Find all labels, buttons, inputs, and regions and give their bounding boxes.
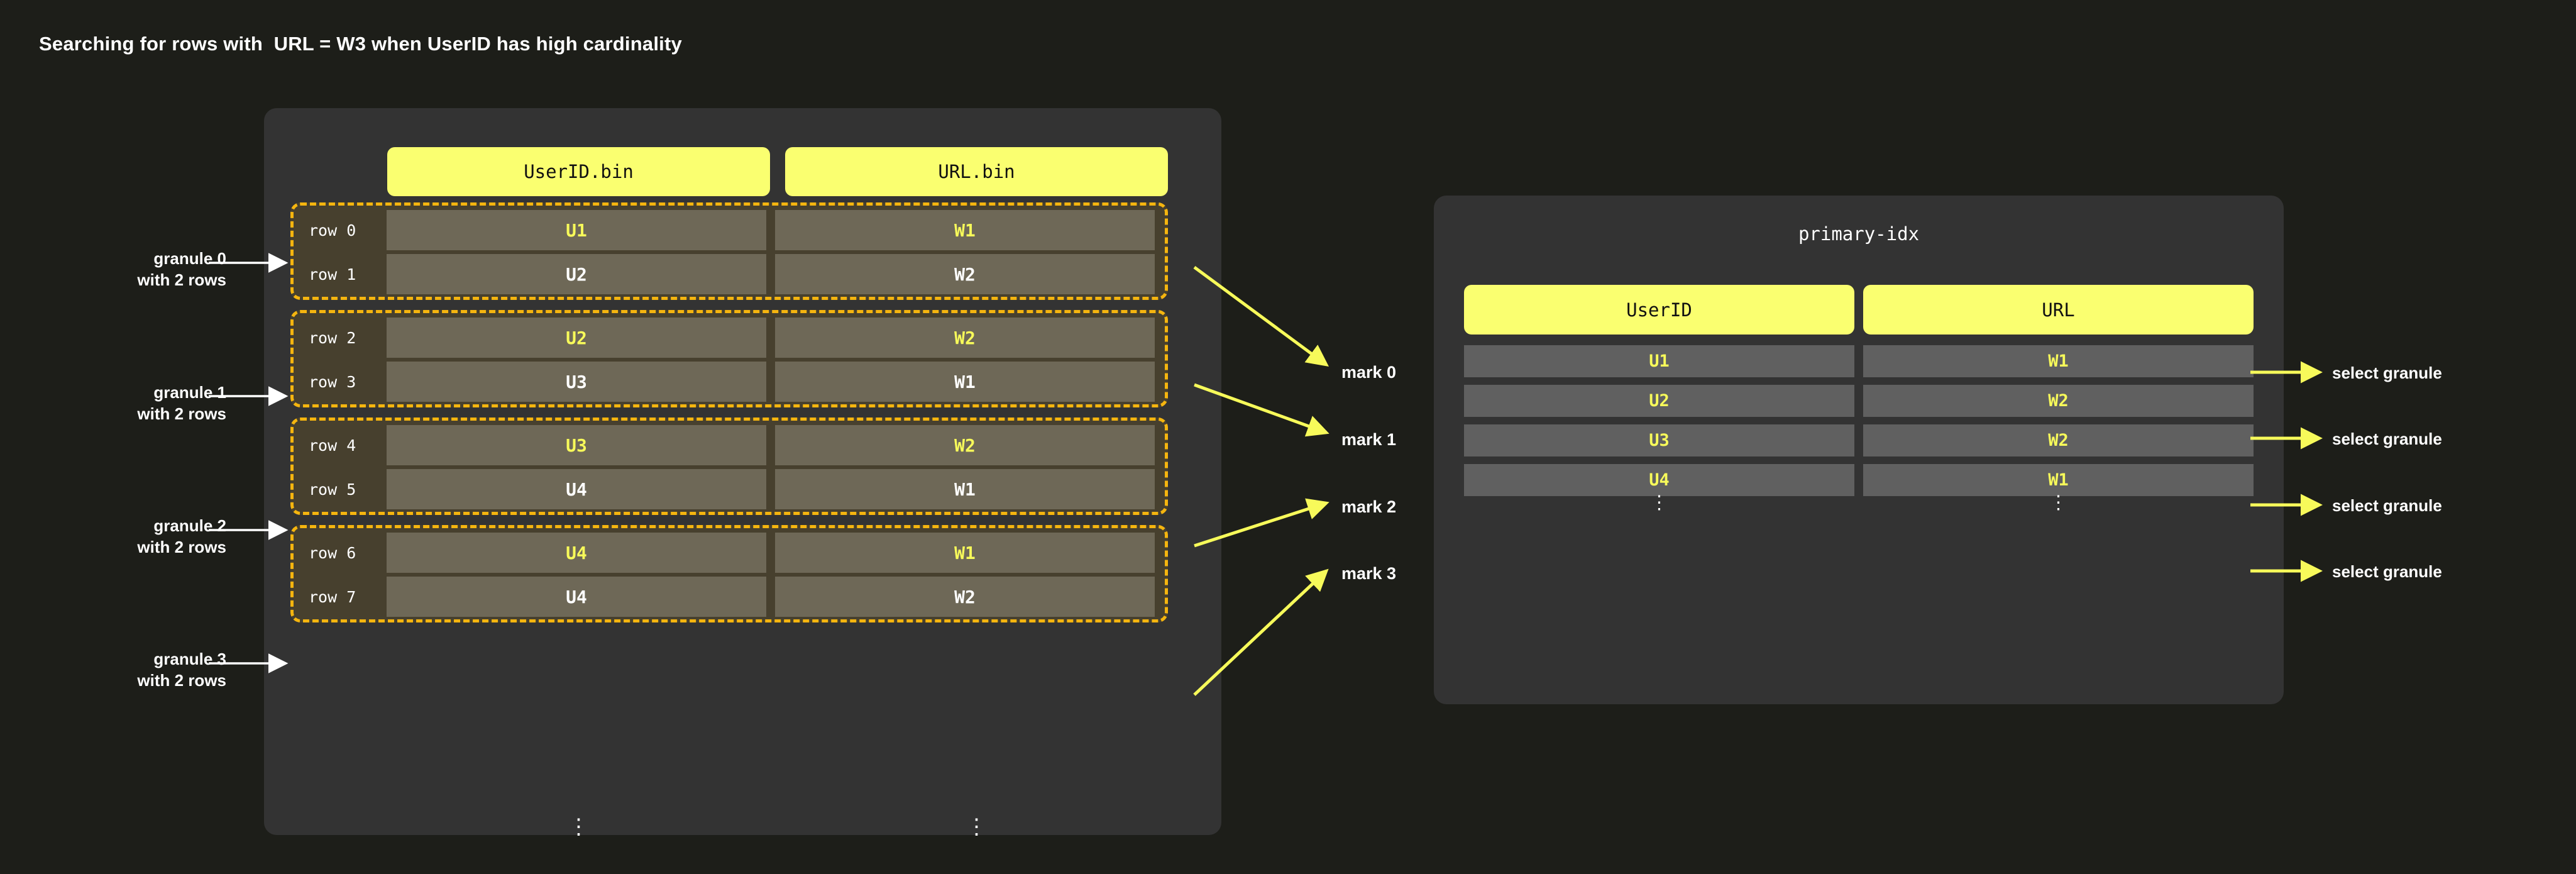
cell-userid: U2 — [387, 254, 766, 294]
mark-label-0: mark 0 — [1341, 363, 1397, 382]
cell-url: W1 — [775, 533, 1155, 573]
index-row[interactable]: U2 W2 — [1464, 385, 2254, 417]
row-label: row 1 — [309, 265, 356, 284]
row-label: row 5 — [309, 480, 356, 499]
select-granule-label-0: select granule — [2332, 363, 2442, 382]
row-label: row 3 — [309, 372, 356, 391]
row-label: row 6 — [309, 543, 356, 562]
ellipsis-icon: ⋮ — [966, 815, 988, 839]
bin-column-headers: UserID.bin URL.bin — [387, 147, 1168, 196]
table-row: row 1 U2 W2 — [294, 254, 1165, 294]
cell-url: W2 — [775, 425, 1155, 465]
index-cell-url: W2 — [1863, 385, 2254, 417]
cell-url: W2 — [775, 577, 1155, 617]
table-row: row 5 U4 W1 — [294, 469, 1165, 509]
cell-url: W1 — [775, 362, 1155, 402]
primary-index-title: primary-idx — [1798, 223, 1920, 245]
table-row: row 3 U3 W1 — [294, 362, 1165, 402]
ellipsis-icon: ⋮ — [1649, 492, 1669, 513]
table-row: row 2 U2 W2 — [294, 318, 1165, 358]
mark-label-3: mark 3 — [1341, 564, 1397, 583]
cell-userid: U2 — [387, 318, 766, 358]
table-row: row 7 U4 W2 — [294, 577, 1165, 617]
ellipsis-icon: ⋮ — [568, 815, 590, 839]
index-cell-userid: U4 — [1464, 464, 1854, 496]
index-header-userid: UserID — [1464, 285, 1854, 335]
granule-note-2: granule 2 with 2 rows — [137, 516, 226, 557]
cell-userid: U4 — [387, 577, 766, 617]
index-ellipsis-row: ⋮ ⋮ — [1464, 492, 2254, 513]
mark-label-2: mark 2 — [1341, 497, 1397, 516]
index-column-headers: UserID URL — [1464, 285, 2254, 335]
granule-note-3: granule 3 with 2 rows — [137, 650, 226, 690]
granule-note-0: granule 0 with 2 rows — [137, 249, 226, 290]
cell-userid: U1 — [387, 210, 766, 250]
row-label: row 4 — [309, 436, 356, 455]
parts-panel: UserID.bin URL.bin row 0 U1 W1 row 1 U2 … — [264, 108, 1221, 839]
table-row: row 0 U1 W1 — [294, 210, 1165, 250]
granule-box-3[interactable]: row 6 U4 W1 row 7 U4 W2 — [290, 525, 1168, 622]
cell-userid: U3 — [387, 362, 766, 402]
cell-url: W2 — [775, 318, 1155, 358]
row-label: row 0 — [309, 221, 356, 240]
index-rows: U1 W1 U2 W2 U3 W2 U4 W1 — [1464, 345, 2254, 504]
row-label: row 2 — [309, 328, 356, 347]
index-cell-url: W1 — [1863, 464, 2254, 496]
index-cell-userid: U1 — [1464, 345, 1854, 377]
mark-label-1: mark 1 — [1341, 430, 1397, 449]
index-cell-userid: U3 — [1464, 424, 1854, 456]
select-granule-label-1: select granule — [2332, 429, 2442, 448]
select-granule-label-3: select granule — [2332, 562, 2442, 581]
cell-userid: U4 — [387, 533, 766, 573]
granule-note-1: granule 1 with 2 rows — [137, 383, 226, 424]
cell-url: W1 — [775, 469, 1155, 509]
cell-userid: U4 — [387, 469, 766, 509]
granule-box-1[interactable]: row 2 U2 W2 row 3 U3 W1 — [290, 310, 1168, 407]
index-cell-url: W2 — [1863, 424, 2254, 456]
row-label: row 7 — [309, 587, 356, 606]
index-row[interactable]: U1 W1 — [1464, 345, 2254, 377]
index-row[interactable]: U4 W1 — [1464, 464, 2254, 496]
select-granule-label-2: select granule — [2332, 496, 2442, 515]
bin-header-userid: UserID.bin — [387, 147, 770, 196]
table-row: row 4 U3 W2 — [294, 425, 1165, 465]
cell-userid: U3 — [387, 425, 766, 465]
index-cell-url: W1 — [1863, 345, 2254, 377]
ellipsis-icon: ⋮ — [2049, 492, 2068, 513]
granule-box-0[interactable]: row 0 U1 W1 row 1 U2 W2 — [290, 202, 1168, 300]
granule-box-2[interactable]: row 4 U3 W2 row 5 U4 W1 — [290, 418, 1168, 515]
column-ellipsis-row: ⋮ ⋮ — [387, 815, 1168, 839]
cell-url: W2 — [775, 254, 1155, 294]
cell-url: W1 — [775, 210, 1155, 250]
bin-header-url: URL.bin — [785, 147, 1168, 196]
primary-index-panel: primary-idx UserID URL U1 W1 U2 W2 U3 W2… — [1434, 196, 2284, 704]
index-cell-userid: U2 — [1464, 385, 1854, 417]
granule-stack: row 0 U1 W1 row 1 U2 W2 row 2 U2 W2 row … — [290, 202, 1168, 633]
table-row: row 6 U4 W1 — [294, 533, 1165, 573]
page-title: Searching for rows with URL = W3 when Us… — [39, 33, 682, 55]
index-header-url: URL — [1863, 285, 2254, 335]
index-row[interactable]: U3 W2 — [1464, 424, 2254, 456]
